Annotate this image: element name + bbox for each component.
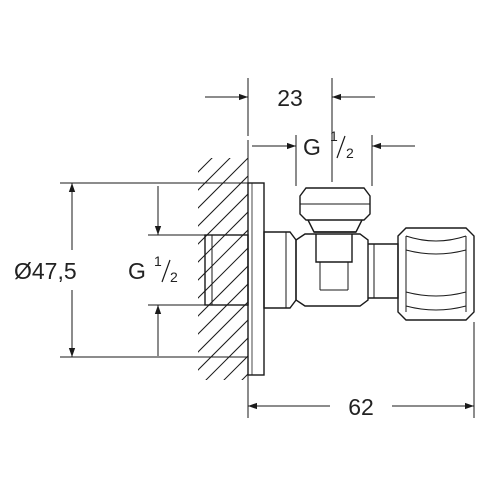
valve-body: [204, 182, 475, 376]
top-thread-prefix: G: [303, 134, 321, 160]
top-thread-numerator: 1: [330, 128, 338, 144]
dimension-62: 62: [247, 322, 475, 420]
left-thread-denominator: 2: [170, 269, 178, 285]
dimension-23-label: 23: [277, 85, 303, 111]
left-thread-prefix: G: [128, 258, 146, 284]
dimension-23: 23: [205, 78, 375, 182]
wall-hatching: [198, 158, 248, 380]
dimension-top-thread: G 1 2: [252, 128, 415, 186]
dimension-left-thread: G 1 2: [128, 186, 205, 356]
left-thread-numerator: 1: [154, 253, 162, 269]
diameter-label: Ø47,5: [14, 258, 77, 284]
top-thread-denominator: 2: [346, 145, 354, 161]
dimension-diameter: Ø47,5: [14, 182, 248, 358]
dimension-62-label: 62: [348, 394, 374, 420]
